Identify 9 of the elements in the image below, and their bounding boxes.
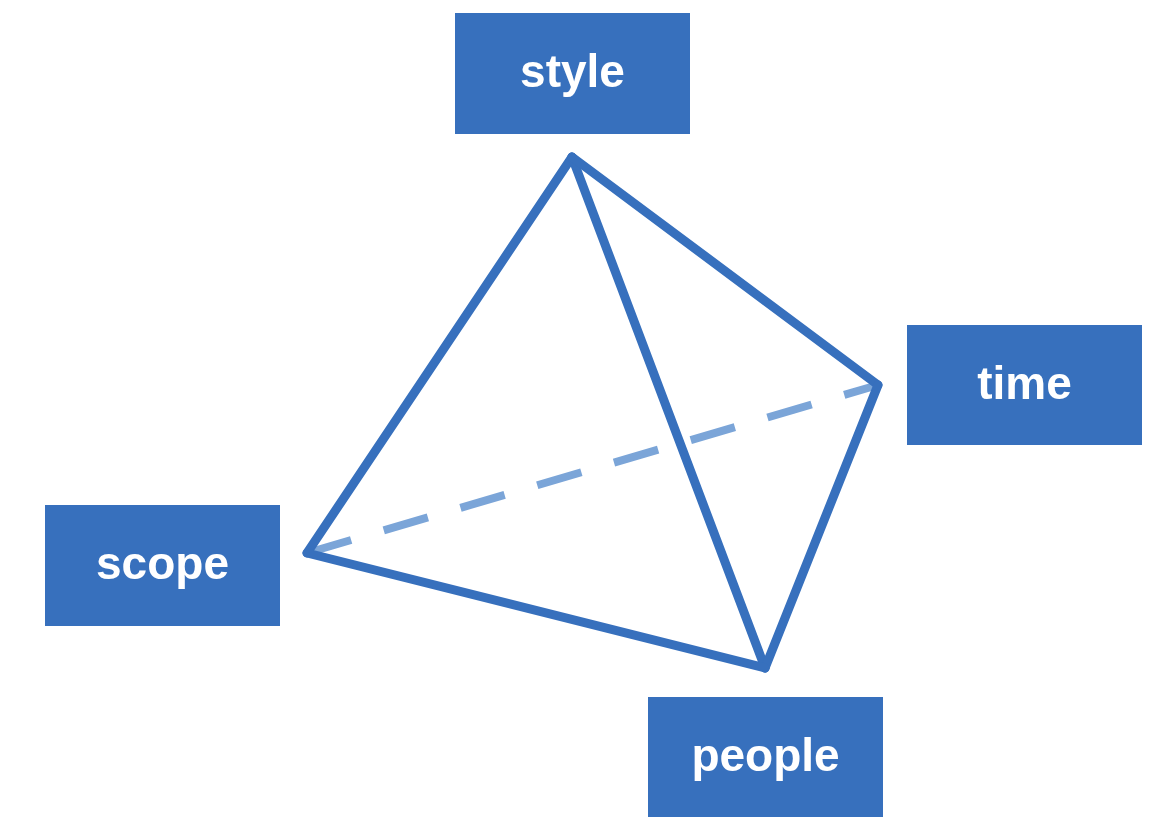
label-box: [455, 13, 690, 134]
label-text: style: [520, 46, 625, 97]
tetrahedron-edge: [302, 548, 770, 673]
label-box: [907, 325, 1142, 445]
label-text: scope: [96, 538, 229, 589]
label-box: [648, 697, 883, 817]
label-text: time: [977, 357, 1072, 409]
label-text: people: [691, 729, 840, 781]
label-box: [45, 505, 280, 626]
